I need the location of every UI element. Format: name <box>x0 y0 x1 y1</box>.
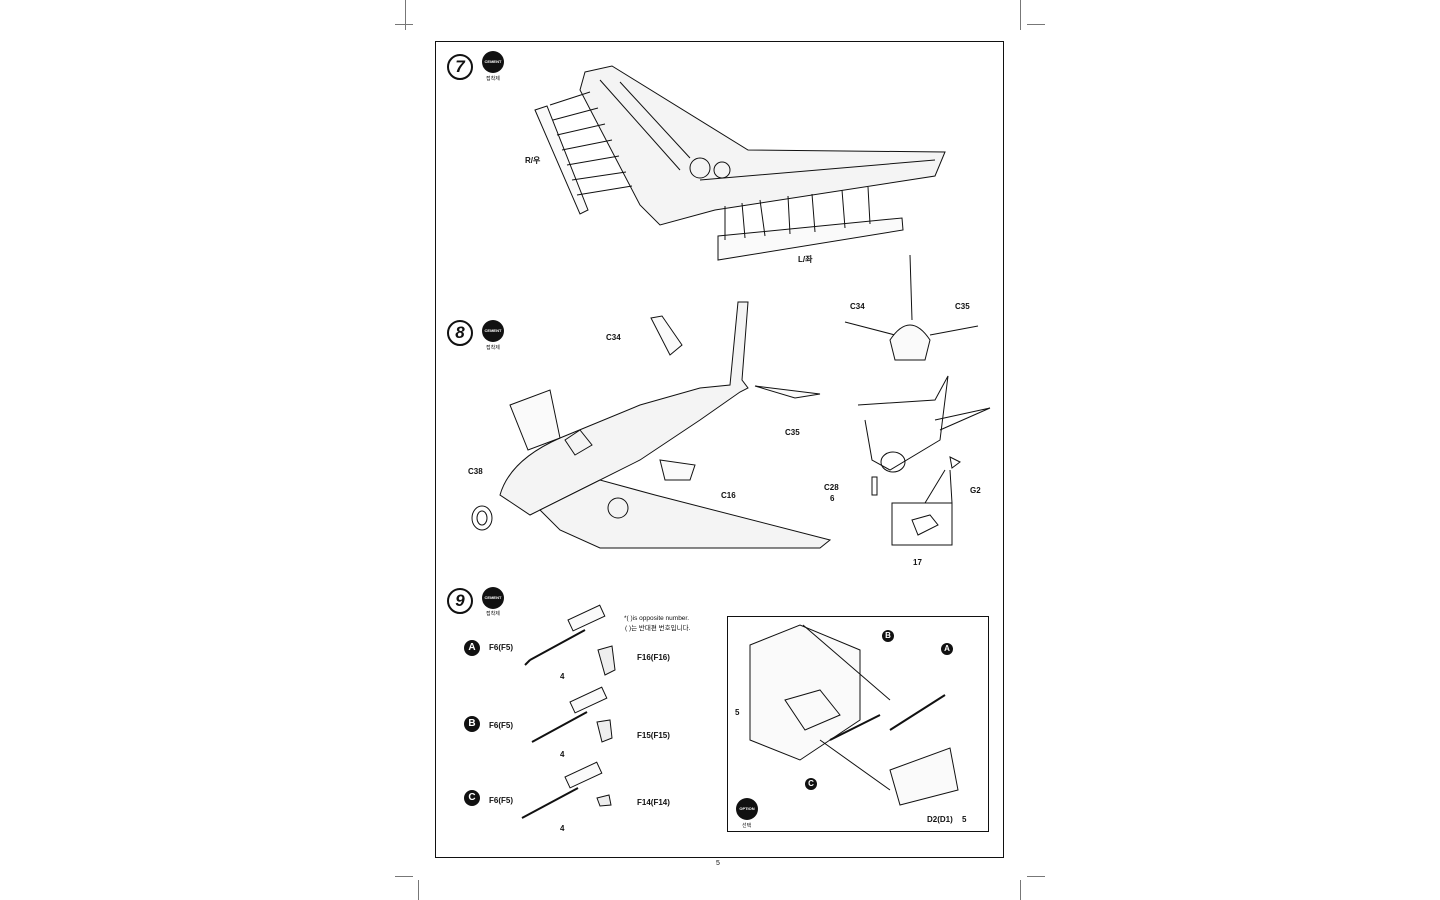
part-label-c38: C38 <box>468 467 483 476</box>
crop-mark <box>418 880 419 900</box>
gun-bay-inset-drawing <box>749 624 959 806</box>
crop-mark <box>1020 880 1021 900</box>
label-left: L/좌 <box>798 255 813 264</box>
opposite-note-ko: ( )는 반대편 번호입니다. <box>625 625 691 632</box>
gun-c-letter: C <box>464 790 480 806</box>
inset-letter-a: A <box>941 643 953 655</box>
crop-mark <box>1027 24 1045 25</box>
gun-c-ammo: F14(F14) <box>637 798 670 807</box>
cement-badge-sub: 접착제 <box>486 611 500 617</box>
gun-bay-inset <box>727 616 989 832</box>
gun-b-part: F6(F5) <box>489 721 513 730</box>
page-frame <box>435 41 1004 858</box>
marker-6: 6 <box>830 494 835 503</box>
inset-panel-marker: 5 <box>962 815 967 824</box>
opposite-note-en: *( )is opposite number. <box>624 615 690 622</box>
cement-badge: CEMENT <box>482 587 504 609</box>
part-label-c16: C16 <box>721 491 736 500</box>
gun-b-letter: B <box>464 716 480 732</box>
gun-a-ammo: F16(F16) <box>637 653 670 662</box>
cement-badge: CEMENT <box>482 320 504 342</box>
gun-a-marker: 4 <box>560 672 565 681</box>
option-badge-sub: 선택 <box>742 823 752 829</box>
part-label-c35: C35 <box>785 428 800 437</box>
step7-wing-drawing <box>534 65 946 261</box>
gun-a-letter: A <box>464 640 480 656</box>
gun-c-part: F6(F5) <box>489 796 513 805</box>
crop-mark <box>395 876 413 877</box>
gun-a-part: F6(F5) <box>489 643 513 652</box>
step-number: 8 <box>447 320 473 346</box>
inset-letter-c: C <box>805 778 817 790</box>
inset-panel-part: D2(D1) <box>927 815 953 824</box>
step-number: 9 <box>447 588 473 614</box>
gun-b-marker: 4 <box>560 750 565 759</box>
part-label-c34: C34 <box>606 333 621 342</box>
marker-17: 17 <box>913 558 922 567</box>
cement-badge-sub: 접착제 <box>486 345 500 351</box>
part-label-c28: C28 <box>824 483 839 492</box>
step8-aircraft-drawing <box>471 254 991 549</box>
part-label-c34-inset: C34 <box>850 302 865 311</box>
gun-b-ammo: F15(F15) <box>637 731 670 740</box>
gun-c-marker: 4 <box>560 824 565 833</box>
step9-gun-drawings <box>521 604 616 819</box>
inset-letter-b: B <box>882 630 894 642</box>
label-right: R/우 <box>525 156 541 165</box>
crop-mark <box>395 24 413 25</box>
option-badge: OPTION <box>736 798 758 820</box>
part-label-g2: G2 <box>970 486 981 495</box>
page-number: 5 <box>716 860 720 867</box>
crop-mark <box>405 0 406 30</box>
crop-mark <box>1020 0 1021 30</box>
part-label-c35-inset: C35 <box>955 302 970 311</box>
cement-badge-sub: 접착제 <box>486 76 500 82</box>
inset-marker-5: 5 <box>735 708 740 717</box>
cement-badge: CEMENT <box>482 51 504 73</box>
step-number: 7 <box>447 54 473 80</box>
crop-mark <box>1027 876 1045 877</box>
